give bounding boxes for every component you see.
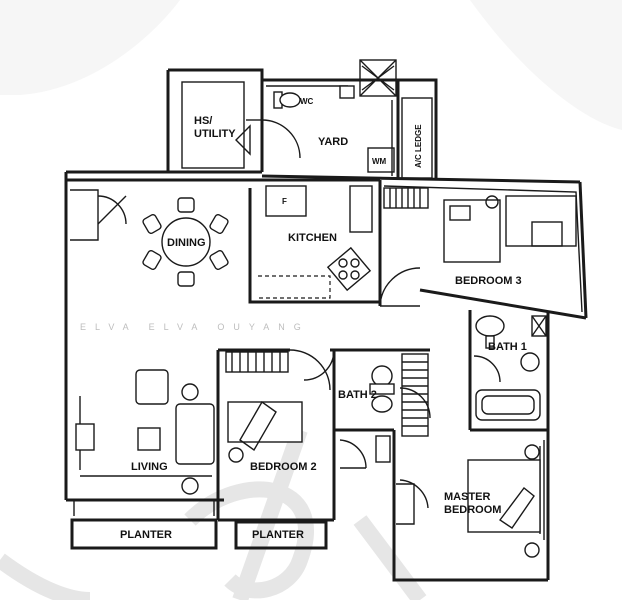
- label-bath2: BATH 2: [338, 389, 377, 401]
- background-shading: [0, 0, 622, 130]
- bedroom2-wardrobe: [225, 351, 289, 373]
- wc-toilet: [273, 91, 301, 109]
- label-master-2: BEDROOM: [444, 504, 501, 516]
- label-bath1: BATH 1: [488, 341, 527, 353]
- room-labels: HS/ UTILITY WC YARD WM A/C LEDGE F KITCH…: [120, 97, 527, 541]
- corridor-wardrobe: [401, 353, 429, 437]
- label-hs-utility-2: UTILITY: [194, 128, 236, 140]
- bedroom3-bed: [443, 195, 501, 263]
- label-bedroom3: BEDROOM 3: [455, 275, 522, 287]
- fridge: [265, 185, 307, 217]
- walls: [64, 68, 588, 582]
- label-kitchen: KITCHEN: [288, 232, 337, 244]
- label-dining: DINING: [167, 237, 206, 249]
- master-door-swing: [399, 479, 429, 509]
- label-wm: WM: [372, 157, 387, 166]
- label-master-1: MASTER: [444, 491, 491, 503]
- bedroom3-wardrobe: [383, 187, 429, 209]
- label-planter-left: PLANTER: [120, 529, 172, 541]
- fixtures: [75, 85, 547, 558]
- label-ac-ledge: A/C LEDGE: [414, 124, 423, 168]
- yard-sink: [339, 85, 355, 99]
- label-hs-utility: HS/: [194, 115, 212, 127]
- bath2-fixtures: [339, 365, 395, 469]
- label-yard: YARD: [318, 136, 348, 148]
- label-wc: WC: [300, 97, 314, 106]
- dining-set: [142, 197, 229, 287]
- label-fridge: F: [282, 197, 287, 206]
- watermark-text: ELVA ELVA OUYANG: [80, 322, 310, 332]
- entrance-door-swing: [97, 195, 127, 225]
- bedroom2-door-swing: [289, 349, 331, 391]
- label-planter-right: PLANTER: [252, 529, 304, 541]
- bedroom2-bed: [227, 400, 303, 463]
- master-bed: [467, 444, 541, 558]
- label-living: LIVING: [131, 461, 168, 473]
- bedroom3-door-swing: [379, 267, 421, 307]
- label-bedroom2: BEDROOM 2: [250, 461, 317, 473]
- kitchen-hob: [326, 246, 372, 292]
- bath1-fixtures: [473, 315, 547, 421]
- living-sofa-set: [75, 369, 215, 495]
- utility-door-swing: [261, 119, 301, 159]
- kitchen-sink: [349, 185, 373, 233]
